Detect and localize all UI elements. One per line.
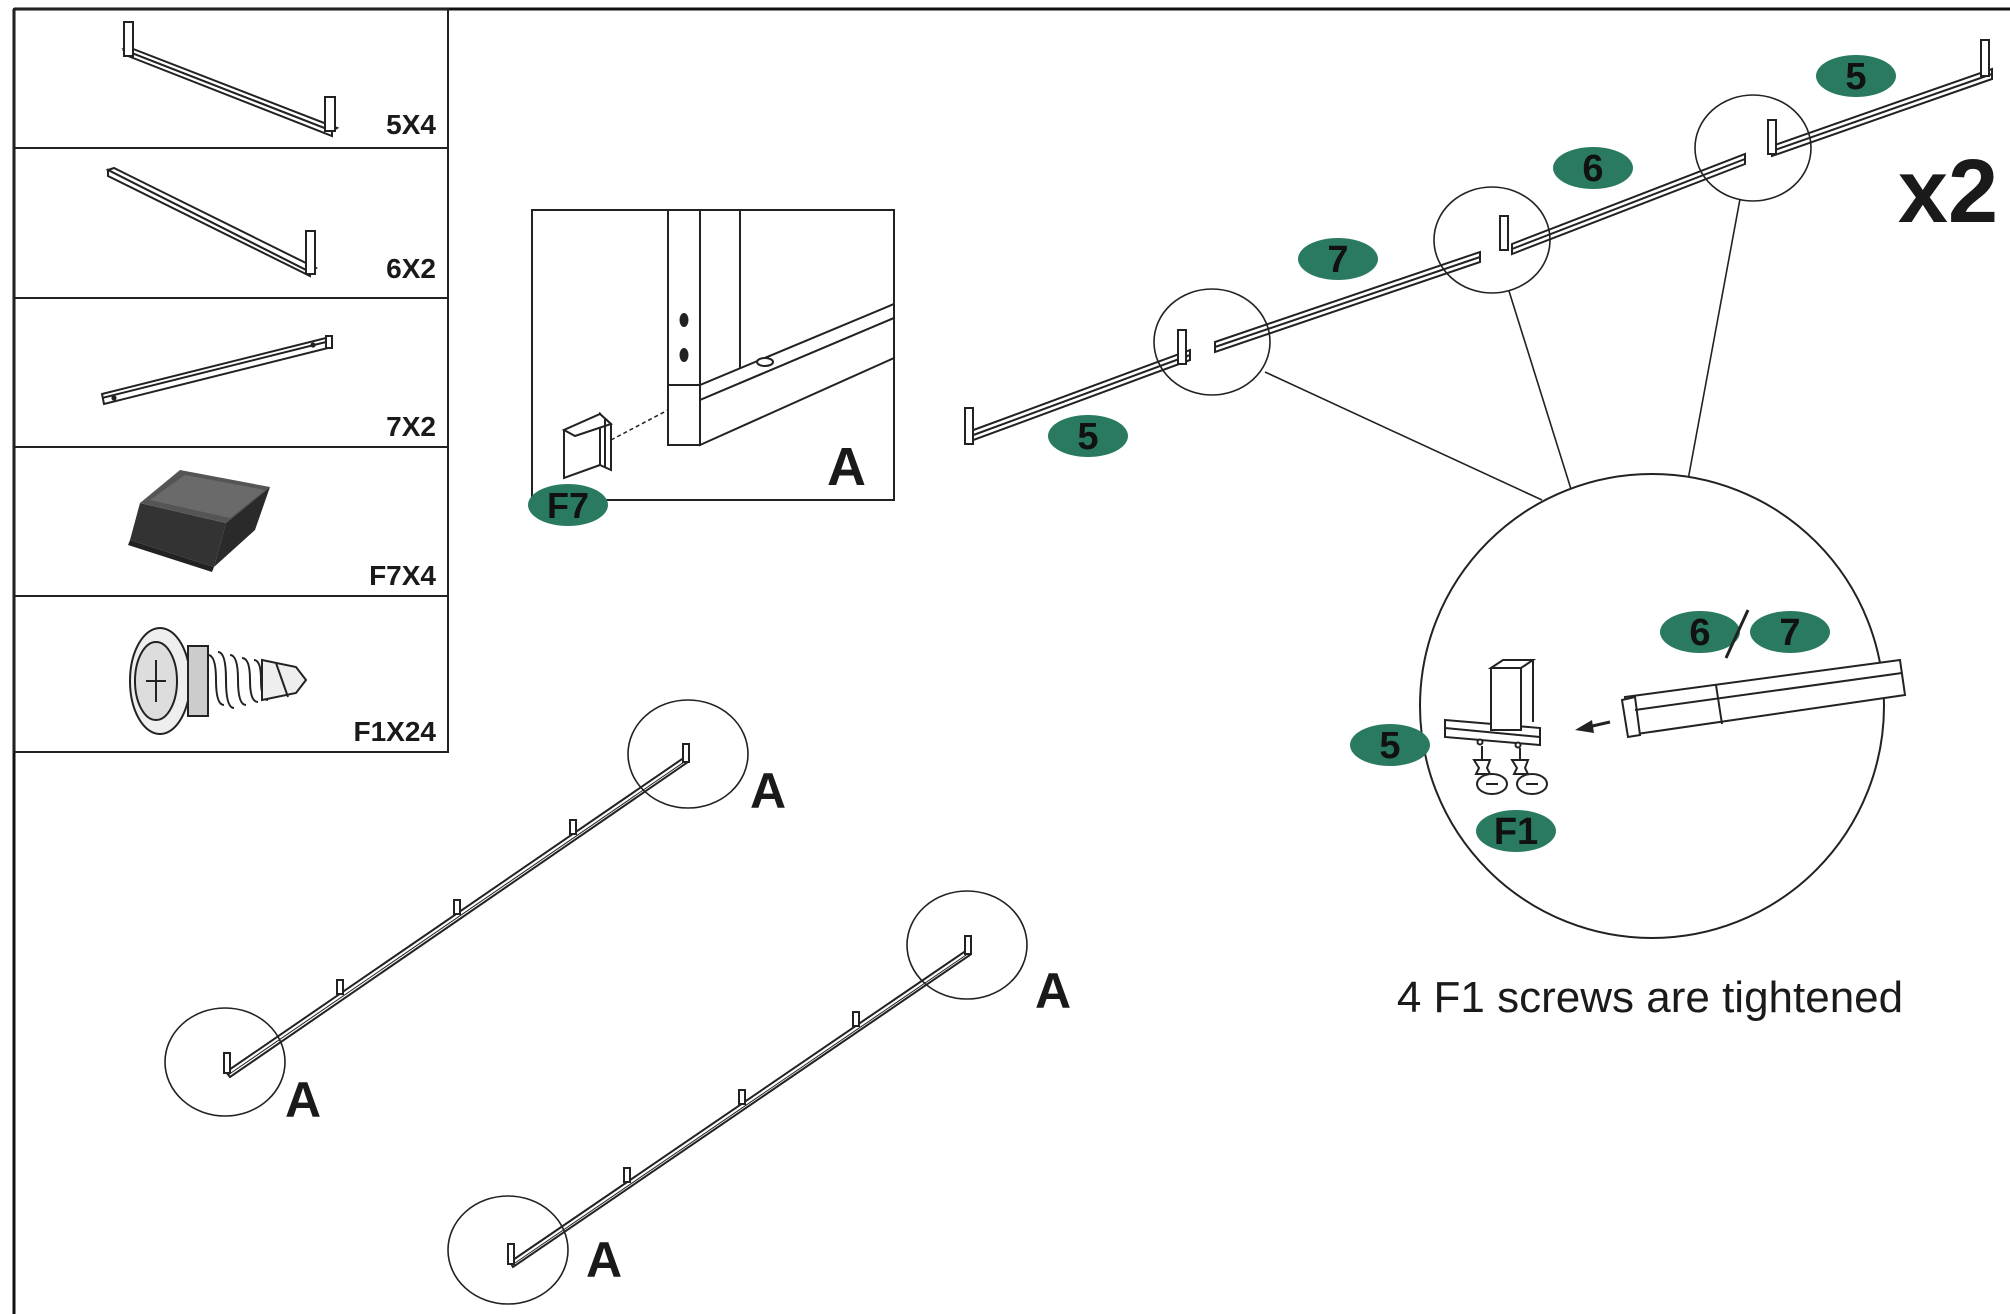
end-cap-icon xyxy=(128,470,270,572)
end-cap-icon xyxy=(561,411,613,480)
svg-text:5: 5 xyxy=(1077,416,1098,458)
exploded-rail xyxy=(964,39,1993,445)
bracket-bar-icon xyxy=(121,21,340,138)
badge-zoom-6: 6 xyxy=(1660,611,1740,654)
part-row-5: 5X4 xyxy=(121,21,436,140)
svg-text:7: 7 xyxy=(1327,239,1348,281)
endpoint-callouts-rail-2 xyxy=(447,890,1028,1305)
endpoint-label: A xyxy=(285,1072,321,1128)
endpoint-label: A xyxy=(750,763,786,819)
screw-icon xyxy=(1510,748,1548,795)
separator-slash xyxy=(1724,609,1750,659)
slotted-bar-icon xyxy=(100,335,334,406)
plain-bar-icon xyxy=(105,166,318,278)
assembled-rail-2 xyxy=(507,935,972,1269)
badge-rail-6: 6 xyxy=(1553,147,1633,190)
part-row-7: 7X2 xyxy=(100,335,436,442)
detail-inset: A F7 xyxy=(528,209,895,526)
badge-rail-left-5: 5 xyxy=(1048,415,1128,458)
svg-text:5: 5 xyxy=(1845,56,1866,98)
part-qty-label: F7X4 xyxy=(369,560,436,591)
badge-zoom-5: 5 xyxy=(1350,724,1430,767)
assembled-rail-1 xyxy=(223,743,690,1079)
badge-f7: F7 xyxy=(528,484,608,526)
badge-rail-right-5: 5 xyxy=(1816,55,1896,98)
parts-table xyxy=(13,8,449,753)
svg-text:6: 6 xyxy=(1582,148,1603,190)
insert-guide-line xyxy=(610,409,669,441)
badge-rail-7: 7 xyxy=(1298,238,1378,281)
svg-text:7: 7 xyxy=(1779,612,1800,654)
part-qty-label: 6X2 xyxy=(386,253,436,284)
part-qty-label: 7X2 xyxy=(386,411,436,442)
badge-zoom-f1: F1 xyxy=(1476,810,1556,853)
badge-zoom-7: 7 xyxy=(1750,611,1830,654)
part-qty-label: F1X24 xyxy=(354,716,437,747)
tube-drawing xyxy=(1620,658,1907,739)
connector-callouts xyxy=(1153,94,1812,503)
endpoint-callouts-rail-1 xyxy=(164,699,749,1117)
part-row-6: 6X2 xyxy=(105,166,436,284)
caption: 4 F1 screws are tightened xyxy=(1397,973,1903,1022)
detail-label: A xyxy=(827,437,866,497)
multiplier-label: x2 xyxy=(1898,142,1998,242)
svg-text:5: 5 xyxy=(1379,725,1400,767)
part-qty-label: 5X4 xyxy=(386,109,436,140)
bracket-end-drawing xyxy=(1444,659,1541,749)
endpoint-label: A xyxy=(586,1232,622,1288)
svg-text:6: 6 xyxy=(1689,612,1710,654)
screw-icon xyxy=(129,627,308,735)
zoom-detail: 6 7 F1 xyxy=(1419,473,1907,939)
post-corner-drawing xyxy=(667,209,895,447)
part-row-f7: F7X4 xyxy=(128,470,436,591)
endpoint-label: A xyxy=(1035,963,1071,1019)
arrow-icon xyxy=(1575,720,1611,733)
screw-icon xyxy=(1472,746,1508,795)
svg-text:F1: F1 xyxy=(1494,811,1538,853)
svg-text:F7: F7 xyxy=(547,485,589,526)
part-row-f1: F1X24 xyxy=(129,627,437,747)
